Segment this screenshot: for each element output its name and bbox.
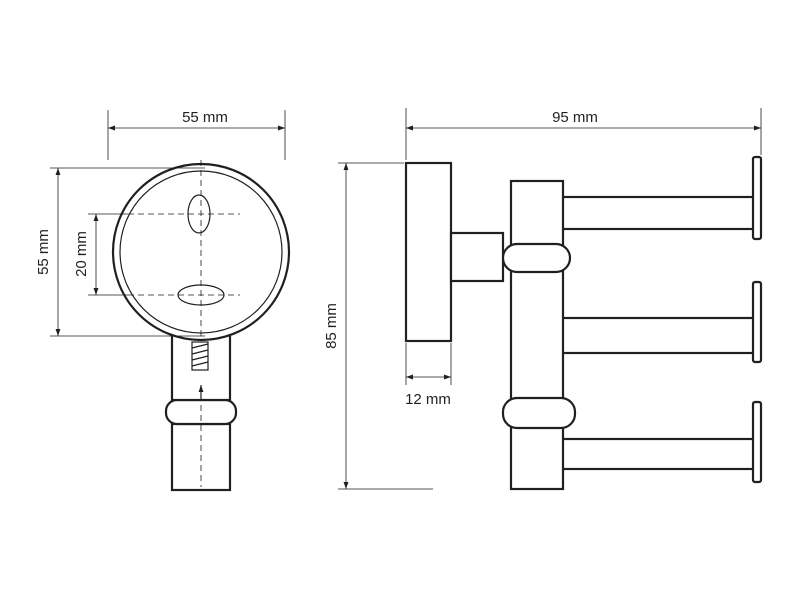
post-joint	[501, 242, 572, 274]
post-collar	[501, 396, 577, 430]
arm-top	[558, 155, 763, 241]
dimension-hole-spacing: 20 mm	[73, 213, 128, 296]
dimension-side-width: 95 mm	[405, 108, 762, 160]
mounting-slot-vertical	[187, 194, 211, 234]
dimension-plate-thickness: 12 mm	[405, 343, 452, 408]
front-view	[111, 160, 291, 492]
connecting-neck	[449, 231, 505, 283]
label-front-width: 55 mm	[182, 109, 228, 126]
front-stem	[164, 328, 238, 492]
dimension-side-height: 85 mm	[323, 162, 433, 490]
side-view	[404, 155, 763, 491]
label-plate-thickness: 12 mm	[405, 391, 451, 408]
dimension-front-width: 55 mm	[107, 109, 286, 160]
mounting-slot-horizontal	[177, 284, 225, 306]
arm-bottom	[558, 400, 763, 484]
arm-middle	[558, 280, 763, 364]
label-hole-spacing: 20 mm	[73, 231, 90, 277]
set-screw-icon	[191, 341, 209, 371]
post-top	[509, 179, 565, 248]
label-side-height: 85 mm	[323, 303, 340, 349]
dimension-front-height: 55 mm	[35, 167, 205, 337]
post-lower	[509, 269, 565, 491]
label-side-width: 95 mm	[552, 109, 598, 126]
wall-plate	[404, 161, 453, 343]
label-front-height: 55 mm	[35, 229, 52, 275]
